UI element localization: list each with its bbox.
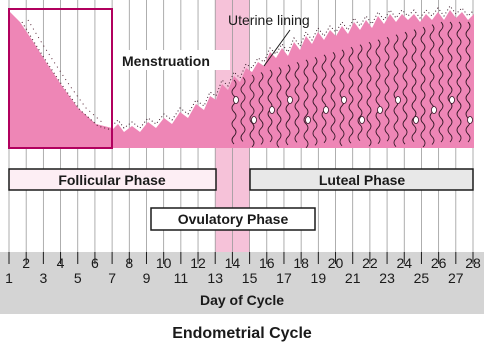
- day-label: 26: [431, 255, 447, 271]
- gland-lumen: [342, 97, 347, 104]
- day-label: 24: [396, 255, 412, 271]
- day-label: 27: [448, 270, 464, 286]
- day-label: 13: [207, 270, 223, 286]
- day-label: 14: [225, 255, 241, 271]
- follicular-phase-label: Follicular Phase: [58, 172, 166, 188]
- gland-lumen: [234, 97, 239, 104]
- gland-lumen: [270, 107, 275, 114]
- day-label: 5: [74, 270, 82, 286]
- day-label: 15: [242, 270, 258, 286]
- gland-lumen: [306, 117, 311, 124]
- uterine-lining-label: Uterine lining: [228, 12, 310, 28]
- day-label: 28: [465, 255, 481, 271]
- cycle-diagram: Menstruation Uterine lining Follicular P…: [0, 0, 484, 320]
- day-label: 11: [174, 270, 189, 286]
- gland-lumen: [378, 107, 383, 114]
- figure-caption: Endometrial Cycle: [0, 325, 484, 343]
- day-label: 16: [259, 255, 275, 271]
- gland-lumen: [324, 107, 329, 114]
- day-label: 3: [39, 270, 47, 286]
- gland-lumen: [468, 117, 473, 124]
- day-axis-title: Day of Cycle: [200, 292, 284, 308]
- day-label: 21: [345, 270, 361, 286]
- day-label: 25: [414, 270, 430, 286]
- menstruation-label: Menstruation: [122, 53, 210, 69]
- day-label: 10: [156, 255, 172, 271]
- gland-lumen: [432, 107, 437, 114]
- menstrual-wedge: [10, 12, 112, 148]
- gland-lumen: [360, 117, 365, 124]
- day-label: 8: [125, 255, 133, 271]
- day-label: 23: [379, 270, 395, 286]
- gland-lumen: [252, 117, 257, 124]
- gland-lumen: [396, 97, 401, 104]
- gland-lumen: [414, 117, 419, 124]
- luteal-phase-label: Luteal Phase: [319, 172, 406, 188]
- day-label: 18: [293, 255, 309, 271]
- day-label: 4: [57, 255, 65, 271]
- day-label: 20: [328, 255, 344, 271]
- day-label: 12: [190, 255, 206, 271]
- gland-lumen: [288, 97, 293, 104]
- day-label: 6: [91, 255, 99, 271]
- day-label: 1: [5, 270, 13, 286]
- day-label: 17: [276, 270, 292, 286]
- day-label: 7: [108, 270, 116, 286]
- day-label: 2: [22, 255, 30, 271]
- day-label: 19: [311, 270, 327, 286]
- day-label: 22: [362, 255, 378, 271]
- ovulatory-phase-label: Ovulatory Phase: [178, 211, 289, 227]
- gland-lumen: [450, 97, 455, 104]
- lining-growth: [112, 10, 474, 148]
- day-label: 9: [143, 270, 151, 286]
